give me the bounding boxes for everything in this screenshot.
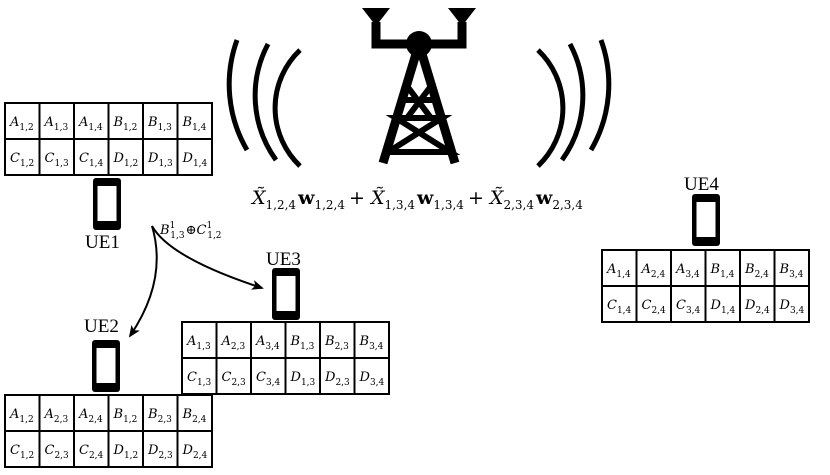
cache-cell xyxy=(73,138,110,176)
cache-cell xyxy=(601,285,638,323)
radio-waves-right-icon xyxy=(536,39,612,168)
radio-waves-left-icon xyxy=(226,39,302,168)
cache-cell xyxy=(142,394,179,432)
cache-cell xyxy=(670,285,707,323)
cache-cell xyxy=(73,430,110,468)
cache-cell xyxy=(635,285,672,323)
ue2-label: UE2 xyxy=(84,316,119,337)
cache-cell xyxy=(107,138,144,176)
cache-cell xyxy=(176,138,213,176)
ue2-phone-icon xyxy=(92,340,120,392)
d2d-transfer-arrows xyxy=(128,225,264,338)
arrow-ue1-to-ue3 xyxy=(151,225,264,290)
cache-cell xyxy=(670,249,707,287)
arrow-ue1-to-ue2 xyxy=(128,225,158,338)
cache-cell xyxy=(4,138,41,176)
cache-cell xyxy=(353,357,390,395)
cache-cell xyxy=(38,430,75,468)
ue1-phone-icon xyxy=(93,178,121,230)
cache-cell xyxy=(181,321,218,359)
cache-cell xyxy=(284,357,321,395)
cache-cell xyxy=(38,102,75,140)
cache-cell xyxy=(38,394,75,432)
cache-cell xyxy=(773,249,810,287)
cache-cell xyxy=(142,138,179,176)
cache-cell xyxy=(215,321,252,359)
ue3-label: UE3 xyxy=(266,249,301,270)
ue3-phone-icon xyxy=(272,268,300,320)
ue4-label: UE4 xyxy=(684,174,719,195)
ue4-phone-icon xyxy=(692,194,720,246)
cache-cell xyxy=(142,430,179,468)
ue1-label: UE1 xyxy=(85,232,120,253)
base-station-tower-icon xyxy=(362,8,476,165)
cache-cell xyxy=(215,357,252,395)
cache-cell xyxy=(181,357,218,395)
cache-cell xyxy=(38,138,75,176)
cache-cell xyxy=(739,249,776,287)
cache-cell xyxy=(176,430,213,468)
cache-cell xyxy=(773,285,810,323)
